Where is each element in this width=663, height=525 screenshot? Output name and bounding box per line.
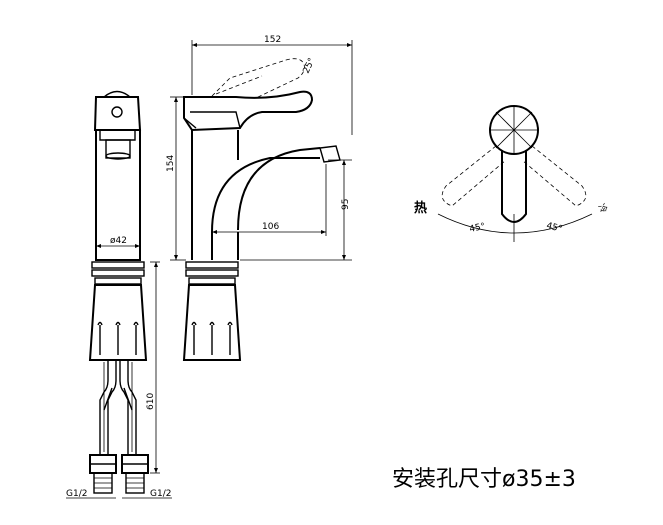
- handle-hot-position: [441, 145, 507, 207]
- raised-handle-outline: [211, 58, 305, 99]
- width-top-label: 152: [264, 35, 281, 45]
- angle-left-label: 45°: [469, 222, 487, 235]
- front-fittings: [89, 454, 149, 494]
- cold-label: 冷: [595, 202, 610, 216]
- install-hole-note: 安装孔尺寸ø35±3: [392, 467, 576, 492]
- spout: [237, 147, 321, 231]
- side-view: 152 25° 154 95 106: [166, 35, 353, 361]
- front-handle-knob: [111, 106, 123, 118]
- thread-left-label: G1/2: [66, 489, 87, 499]
- front-hoses: [99, 360, 137, 455]
- handle-cold-position: [521, 145, 587, 207]
- side-handle: [183, 90, 314, 132]
- angle-right-label: 45°: [545, 221, 563, 235]
- front-view: ø42: [66, 90, 172, 499]
- thread-right-label: G1/2: [150, 489, 171, 499]
- handle-angle-label: 25°: [302, 57, 318, 76]
- handle-rotation-view: 45° 45° 热 冷: [414, 105, 610, 242]
- front-mounting-nut: [88, 284, 148, 361]
- hot-label: 热: [414, 200, 427, 216]
- hose-length-label: 610: [146, 393, 156, 410]
- front-body: [95, 129, 141, 261]
- body-diameter-label: ø42: [110, 236, 127, 246]
- front-handle: [93, 96, 142, 131]
- spout-reach-label: 106: [262, 222, 279, 232]
- side-mounting-nut: [182, 284, 242, 361]
- height-total-label: 154: [166, 155, 176, 172]
- spout-height-label: 95: [341, 199, 351, 210]
- handle-center: [501, 150, 527, 223]
